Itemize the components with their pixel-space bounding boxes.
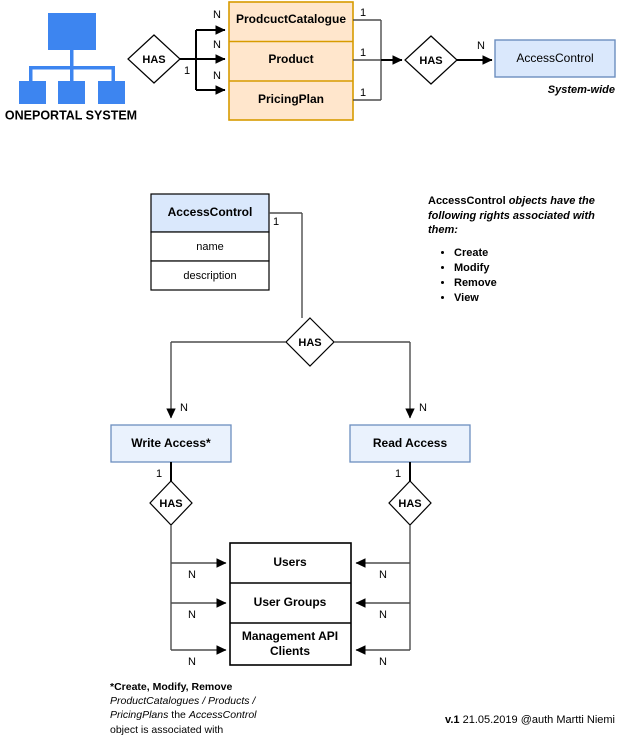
cardinality-read-access-out: 1 xyxy=(395,468,401,480)
entity-apiclients-label-line2: Clients xyxy=(270,644,310,658)
org-chart-icon xyxy=(19,13,125,104)
footnote-line-3: PricingPlans the AccessControl xyxy=(110,708,320,722)
cardinality-product-out: 1 xyxy=(360,47,366,59)
footnote: *Create, Modify, Remove ProductCatalogue… xyxy=(110,680,320,737)
rights-note-intro: AccessControl objects have the following… xyxy=(428,194,613,238)
entity-write-access: Write Access* xyxy=(110,424,232,463)
has-diamond-middle-label: HAS xyxy=(298,337,321,349)
has-diamond-read: HAS xyxy=(388,480,432,526)
cardinality-read-access-in: N xyxy=(419,402,427,414)
cardinality-product-catalogue-out: 1 xyxy=(360,7,366,19)
connector-has-to-access-boxes xyxy=(166,341,415,419)
entity-users-label: Users xyxy=(273,555,307,569)
entity-accesscontrol-detail-title: AccessControl xyxy=(168,205,253,219)
cardinality-write-apiclients: N xyxy=(188,656,196,668)
cardinality-has-left-1: 1 xyxy=(184,65,190,77)
has-diamond-middle: HAS xyxy=(285,317,335,367)
rights-note-term: AccessControl xyxy=(428,195,506,207)
entity-apiclients-label-line1: Management API xyxy=(242,629,338,643)
has-diamond-read-label: HAS xyxy=(398,498,421,510)
footnote-accesscontrol: AccessControl xyxy=(188,709,257,722)
rights-item-modify: Modify xyxy=(454,261,613,276)
rights-item-remove: Remove xyxy=(454,276,613,291)
cardinality-write-access-out: 1 xyxy=(156,468,162,480)
entity-pricingplan-label: PricingPlan xyxy=(258,92,324,106)
entity-write-access-label: Write Access* xyxy=(131,436,211,450)
footnote-line-4: object is associated with xyxy=(110,723,224,736)
cardinality-pricingplan-out: 1 xyxy=(360,87,366,99)
entity-product-catalogue-label: ProdcuctCatalogue xyxy=(236,12,346,26)
has-diamond-write-label: HAS xyxy=(159,498,182,510)
cardinality-write-access-in: N xyxy=(180,402,188,414)
entity-read-access-label: Read Access xyxy=(373,436,448,450)
cardinality-accesscontrol-detail: 1 xyxy=(273,216,279,228)
cardinality-product-catalogue-in: N xyxy=(213,9,221,21)
cardinality-read-apiclients: N xyxy=(379,656,387,668)
footnote-line-2: ProductCatalogues / Products / xyxy=(110,695,256,708)
entity-accesscontrol-systemwide-label: AccessControl xyxy=(516,51,593,65)
footnote-the: the xyxy=(168,709,189,722)
cardinality-accesscontrol-top: N xyxy=(477,40,485,52)
connector-has-to-products xyxy=(180,25,226,95)
footnote-pricingplans: PricingPlans xyxy=(110,709,169,722)
cardinality-pricingplan-in: N xyxy=(213,70,221,82)
system-label: ONEPORTAL SYSTEM xyxy=(5,108,137,122)
cardinality-write-usergroups: N xyxy=(188,609,196,621)
has-diamond-top-right-label: HAS xyxy=(419,55,442,67)
entity-subjects-box: Users User Groups Management API Clients xyxy=(229,542,352,666)
cardinality-read-users: N xyxy=(379,569,387,581)
attribute-description: description xyxy=(183,270,236,282)
rights-item-view: View xyxy=(454,291,613,306)
footnote-line-1: *Create, Modify, Remove xyxy=(110,681,233,693)
connector-write-has-to-subjects xyxy=(170,525,227,655)
attribute-name: name xyxy=(196,241,224,253)
rights-note-rest: objects have the following rights associ… xyxy=(428,195,595,237)
has-diamond-top-left: HAS xyxy=(127,34,181,84)
product-entity-box: ProdcuctCatalogue Product PricingPlan xyxy=(228,1,354,121)
cardinality-write-users: N xyxy=(188,569,196,581)
cardinality-read-usergroups: N xyxy=(379,609,387,621)
has-diamond-top-right: HAS xyxy=(404,35,458,85)
cardinality-product-in: N xyxy=(213,39,221,51)
connector-accesscontrol-to-has xyxy=(269,212,303,318)
version-rest: 21.05.2019 @auth Martti Niemi xyxy=(459,714,615,726)
entity-usergroups-label: User Groups xyxy=(254,595,327,609)
entity-accesscontrol-systemwide: AccessControl xyxy=(494,39,616,78)
accesscontrol-subtitle: System-wide xyxy=(548,84,615,96)
connector-read-has-to-subjects xyxy=(355,525,411,655)
rights-item-create: Create xyxy=(454,246,613,261)
rights-list: Create Modify Remove View xyxy=(428,246,613,306)
connector-products-to-has-right xyxy=(353,19,403,101)
has-diamond-top-left-label: HAS xyxy=(142,54,165,66)
has-diamond-write: HAS xyxy=(149,480,193,526)
entity-read-access: Read Access xyxy=(349,424,471,463)
entity-product-label: Product xyxy=(268,52,313,66)
rights-note: AccessControl objects have the following… xyxy=(428,194,613,306)
version-label: v.1 xyxy=(445,714,460,726)
entity-accesscontrol-detail: AccessControl name description xyxy=(150,193,270,291)
version-stamp: v.1 21.05.2019 @auth Martti Niemi xyxy=(400,713,615,728)
